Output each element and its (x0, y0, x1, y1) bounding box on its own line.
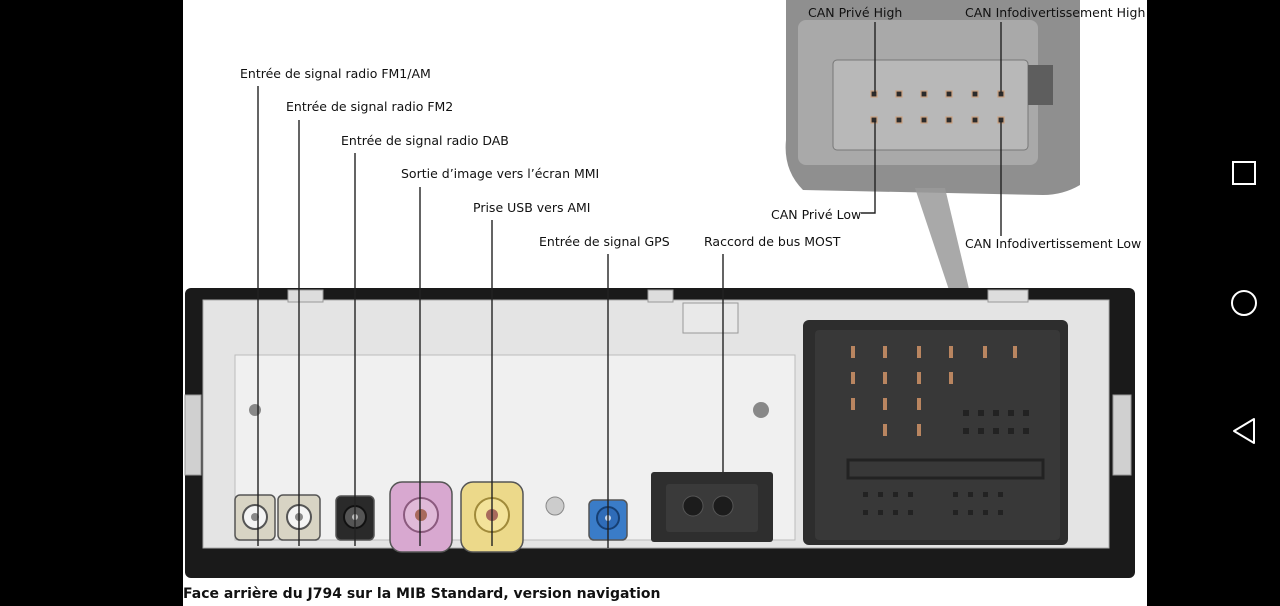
quadlock-connector (803, 320, 1068, 545)
label-most: Raccord de bus MOST (704, 234, 841, 249)
inset-pins (870, 90, 1005, 124)
label-fm2: Entrée de signal radio FM2 (286, 99, 454, 114)
label-can-info-low: CAN Infodivertissement Low (965, 236, 1142, 251)
label-usb: Prise USB vers AMI (473, 200, 591, 215)
most-connector (651, 472, 773, 542)
diagram-illustration (184, 0, 1135, 578)
diagram-sheet: Entrée de signal radio FM1/AM Entrée de … (183, 0, 1147, 606)
square-icon[interactable] (1228, 157, 1260, 189)
leader-lines (257, 22, 1002, 548)
triangle-back-icon[interactable] (1228, 415, 1260, 447)
label-can-prive-low: CAN Privé Low (771, 207, 862, 222)
circle-icon[interactable] (1228, 287, 1260, 319)
label-gps: Entrée de signal GPS (539, 234, 670, 249)
label-dab: Entrée de signal radio DAB (341, 133, 509, 148)
figure-caption: Face arrière du J794 sur la MIB Standard… (183, 586, 661, 602)
label-mmi: Sortie d’image vers l’écran MMI (401, 166, 600, 181)
label-can-prive-high: CAN Privé High (808, 5, 903, 20)
label-fm1-am: Entrée de signal radio FM1/AM (240, 66, 431, 81)
label-can-info-high: CAN Infodivertissement High (965, 5, 1146, 20)
android-nav-bar (1208, 0, 1280, 606)
